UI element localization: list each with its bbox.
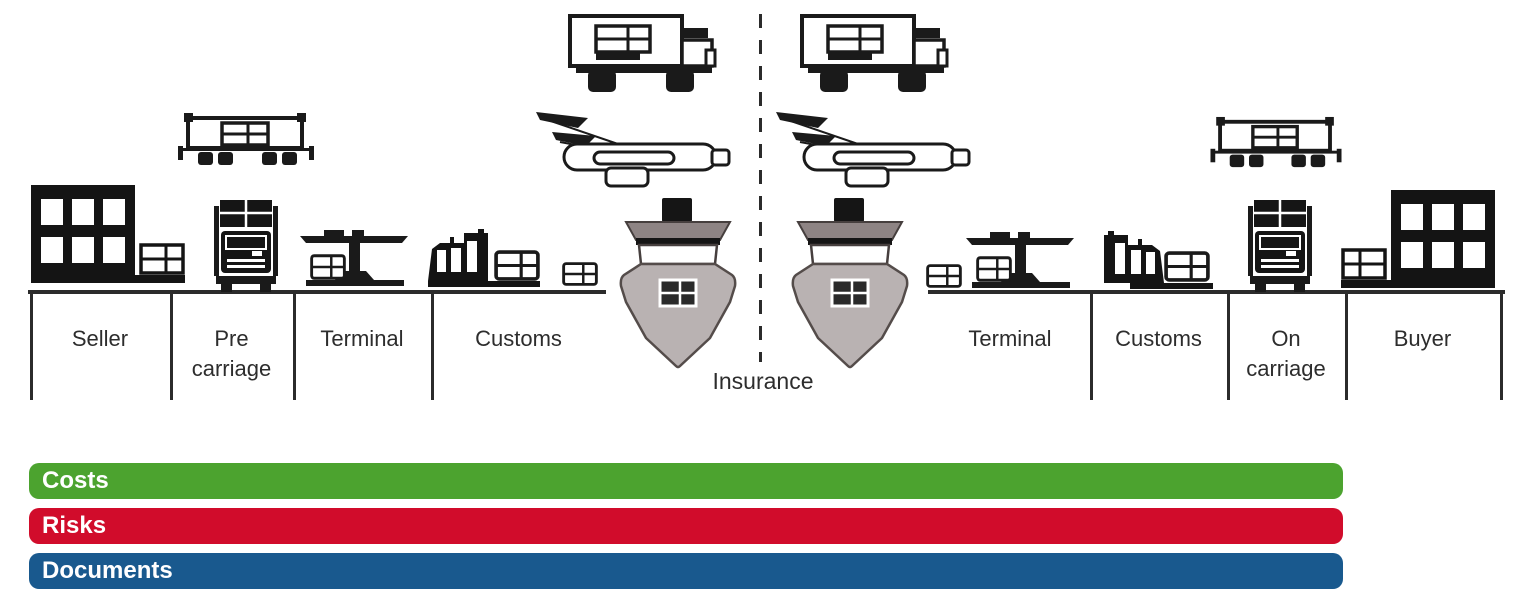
risks-bar-label: Risks (42, 512, 107, 539)
container-icon (310, 254, 346, 280)
container-icon (1164, 251, 1210, 282)
section-divider (170, 290, 173, 400)
stage-label-terminal-left: Terminal (293, 324, 431, 354)
truck-front-icon (214, 200, 278, 292)
stage-label-text: Buyer (1393, 326, 1452, 351)
stage-label-text: Pre (214, 326, 249, 351)
section-divider (1500, 290, 1503, 400)
timeline-baseline-left (28, 290, 606, 294)
section-divider (293, 290, 296, 400)
buyer-building-icon (1339, 190, 1495, 290)
costs-bar: Costs (29, 463, 1343, 499)
stage-label-buyer: Buyer (1345, 324, 1500, 354)
stage-label-text: Terminal (320, 326, 404, 351)
stage-label-customs-right: Customs (1090, 324, 1227, 354)
box-truck-icon (800, 12, 950, 94)
stage-label-text: On (1271, 326, 1301, 351)
section-divider (1090, 290, 1093, 400)
platform (428, 281, 540, 287)
customs-building-icon (1098, 230, 1164, 290)
dashed-center-divider-icon (759, 14, 762, 362)
container-icon (926, 264, 962, 288)
documents-bar: Documents (29, 553, 1343, 589)
seller-building-icon (31, 185, 187, 285)
train-wagon-icon (1210, 116, 1342, 170)
stage-label-terminal-right: Terminal (930, 324, 1090, 354)
stage-label-text: carriage (1246, 356, 1326, 381)
stage-label-pre-carriage: Pre carriage (170, 324, 293, 384)
section-divider (1345, 290, 1348, 400)
truck-front-icon (1248, 200, 1312, 292)
costs-bar-label: Costs (42, 467, 109, 494)
stage-label-seller: Seller (30, 324, 170, 354)
stage-label-text: Customs (475, 326, 562, 351)
documents-bar-label: Documents (42, 557, 173, 584)
stage-label-customs-left: Customs (431, 324, 606, 354)
stage-label-text: carriage (191, 356, 272, 381)
customs-building-icon (428, 228, 494, 288)
cargo-ship-icon (618, 198, 738, 370)
container-icon (976, 256, 1012, 282)
box-truck-icon (568, 12, 718, 94)
insurance-label: Insurance (680, 368, 846, 395)
airplane-icon (532, 108, 736, 190)
platform (1130, 283, 1213, 289)
risks-bar: Risks (29, 508, 1343, 544)
section-divider (30, 290, 33, 400)
section-divider (1227, 290, 1230, 400)
stage-label-text: Seller (71, 326, 129, 351)
stage-label-on-carriage: On carriage (1227, 324, 1345, 384)
stage-label-text: Insurance (712, 368, 814, 394)
timeline-baseline-right (928, 290, 1505, 294)
section-divider (431, 290, 434, 400)
stage-label-text: Terminal (968, 326, 1052, 351)
container-icon (494, 250, 540, 281)
stage-label-text: Customs (1115, 326, 1202, 351)
container-icon (562, 262, 598, 286)
train-wagon-icon (178, 112, 314, 168)
cargo-ship-icon (790, 198, 910, 370)
airplane-icon (772, 108, 976, 190)
